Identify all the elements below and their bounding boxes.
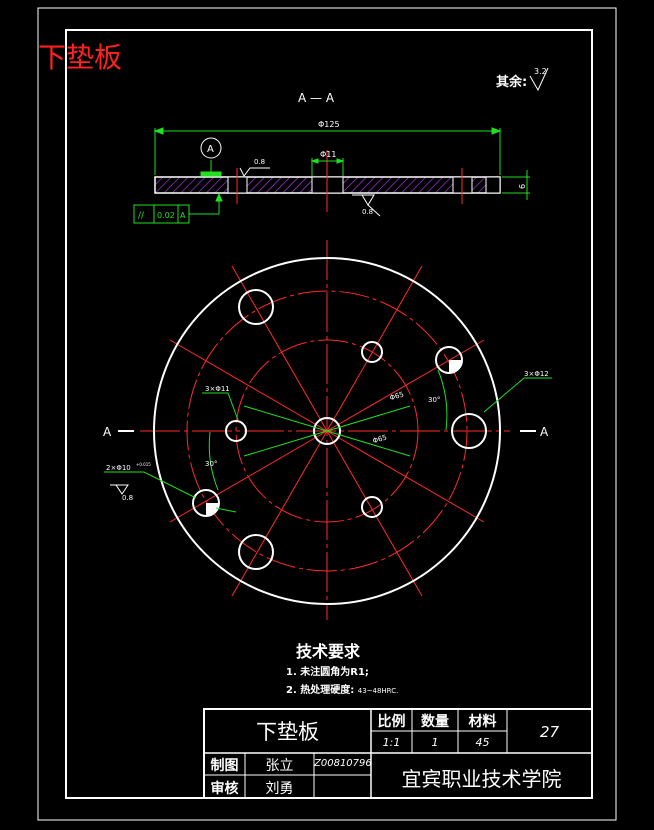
tech-requirement-2: 2. 热处理硬度: 43~48HRC. (286, 681, 398, 696)
roughness-rest-label: 其余: (496, 74, 527, 90)
tech-requirements-heading: 技术要求 (296, 642, 361, 661)
tb-part-name: 下垫板 (256, 720, 319, 744)
roughness-symbol-hole (110, 484, 129, 495)
datum-letter: A (207, 144, 214, 155)
angle-arc-left (208, 431, 219, 491)
section-label: A — A (298, 91, 335, 105)
tb-header-scale: 比例 (377, 714, 406, 730)
parallelism-frame (133, 204, 190, 224)
pin-holes-text: 2×Φ10 (106, 464, 131, 472)
small-hole (225, 420, 247, 442)
holes-small-text: 3×Φ11 (205, 385, 230, 393)
tb-scale-value: 1:1 (382, 736, 401, 749)
center-bore (313, 417, 341, 445)
tech-requirement-2-value: 43~48HRC. (357, 687, 399, 695)
roughness-symbol-top (243, 167, 270, 177)
cut-letter-right: A (540, 425, 549, 439)
pin-hole-fill (449, 360, 462, 373)
roughness-bottom-value: 0.8 (362, 208, 373, 216)
tb-header-qty: 数量 (421, 714, 449, 730)
bolt-hole (451, 413, 487, 449)
overall-dia-text: Φ125 (318, 120, 340, 129)
tech-requirement-2-label: 2. 热处理硬度: (286, 685, 355, 696)
tb-material-value: 45 (475, 736, 490, 749)
parallelism-symbol: // (138, 211, 145, 221)
plan-view: A A 3×Φ11 3×Φ12 2×Φ10 +0.015 Φ65 Φ65 30°… (103, 240, 552, 620)
datum-circle (200, 137, 222, 159)
tb-drawn-by: 张立 (265, 758, 294, 774)
outer-frame (37, 7, 617, 821)
tb-checked-label: 审核 (210, 781, 239, 797)
parallelism-value: 0.02 (157, 211, 175, 220)
holes-right-text: 3×Φ12 (524, 370, 549, 378)
tb-header-material: 材料 (468, 714, 497, 730)
pcd-outer (186, 290, 468, 572)
thickness-text: 6 (518, 184, 527, 189)
pin-hole-fill (206, 503, 219, 516)
tb-school: 宜宾职业技术学院 (401, 767, 562, 791)
drawing-title: 下垫板 (38, 41, 123, 74)
section-view: A Φ125 Φ11 6 0.8 0.8 // 0.02 A (133, 120, 530, 224)
tb-student-no: Z00810796 (314, 758, 372, 769)
roughness-top-value: 0.8 (254, 158, 265, 166)
title-block-grid (203, 708, 593, 799)
tb-drawn-label: 制图 (210, 758, 239, 774)
angle-arc-right (437, 369, 448, 431)
cut-letter-left: A (103, 425, 112, 439)
pin-tol-text: +0.015 (136, 462, 151, 467)
leader-3x11 (202, 392, 239, 421)
roughness-hole-value: 0.8 (122, 494, 133, 502)
roughness-rest-symbol (529, 67, 549, 92)
small-hole (361, 496, 383, 518)
roughness-symbol-bottom (352, 194, 375, 206)
angle-b-text: 30° (205, 460, 217, 468)
pcd-b-text: Φ65 (372, 433, 388, 445)
parallelism-datum: A (180, 211, 186, 220)
angle-a-text: 30° (428, 396, 440, 404)
tb-drawing-number: 27 (539, 723, 560, 741)
leader-3x12 (483, 377, 552, 413)
small-hole (361, 341, 383, 363)
bore-dia-text: Φ11 (320, 150, 336, 159)
tb-checked-by: 刘勇 (265, 781, 294, 797)
section-hole (485, 176, 501, 194)
plate-outline (153, 257, 501, 605)
tb-qty-value: 1 (431, 736, 439, 749)
pcd-inner (235, 339, 419, 523)
tech-requirement-1: 1. 未注圆角为R1; (286, 667, 369, 678)
bolt-hole (238, 534, 274, 570)
bolt-hole (238, 289, 274, 325)
leader-2x10 (104, 471, 197, 499)
pcd-a-text: Φ65 (389, 390, 405, 402)
pcd-dim-b (243, 405, 411, 457)
roughness-rest-value: 3.2 (534, 67, 547, 76)
